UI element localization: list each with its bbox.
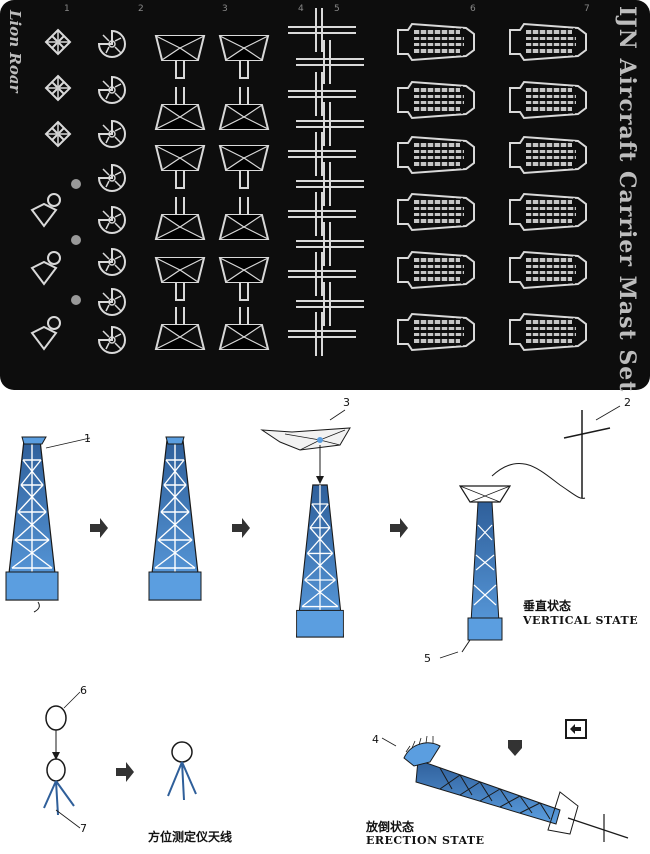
antenna-step-1 — [43, 691, 81, 829]
erection-state-caption-cn: 放倒状态 — [366, 820, 415, 834]
column-number: 3 — [222, 4, 228, 14]
assembly-diagram: 1 2 3 4 5 6 7 垂直状态 VERTICAL STATE 方位测定仪天… — [0, 390, 650, 854]
part-column-1 — [31, 29, 81, 350]
part-column-3 — [155, 35, 205, 350]
column-number: 1 — [64, 4, 70, 14]
antenna-caption-cn: 方位测定仪天线 — [148, 830, 233, 844]
part-column-2 — [98, 30, 126, 354]
fret-title: IJN Aircraft Carrier Mast Set — [614, 6, 640, 393]
arrow-right-icon — [390, 518, 408, 538]
tower-step-1 — [5, 436, 91, 613]
photo-etch-fret: IJN Aircraft Carrier Mast Set Lion Roar … — [0, 0, 650, 393]
callout-number: 4 — [372, 733, 379, 746]
arrow-right-icon — [90, 518, 108, 538]
tower-step-3 — [260, 409, 351, 638]
assembly-drawing — [5, 405, 629, 842]
column-number: 5 — [334, 4, 340, 14]
antenna-step-2 — [167, 741, 197, 801]
column-number: 6 — [470, 4, 476, 14]
vertical-state-caption-en: VERTICAL STATE — [523, 614, 639, 627]
arrow-right-icon — [116, 762, 134, 782]
part-column-7 — [509, 23, 587, 351]
arrow-down-icon — [508, 740, 522, 756]
fold-symbol-icon — [565, 719, 587, 739]
column-number: 2 — [138, 4, 144, 14]
part-column-5 — [287, 7, 365, 357]
callout-number: 7 — [80, 822, 87, 835]
tower-erection-state — [381, 735, 629, 842]
callout-number: 3 — [343, 396, 350, 409]
erection-state-caption-en: ERECTION STATE — [366, 834, 485, 847]
callout-number: 2 — [624, 396, 631, 409]
callout-number: 5 — [424, 652, 431, 665]
column-number: 4 — [298, 4, 304, 14]
vertical-state-caption-cn: 垂直状态 — [523, 599, 572, 613]
callout-number: 6 — [80, 684, 87, 697]
part-column-4 — [219, 35, 269, 350]
fret-parts — [31, 7, 587, 357]
tower-vertical-state — [439, 405, 621, 659]
arrow-right-icon — [232, 518, 250, 538]
callout-number: 1 — [84, 432, 91, 445]
tower-step-2 — [148, 436, 202, 601]
part-column-6 — [397, 23, 475, 351]
column-number: 7 — [584, 4, 590, 14]
brand-logo-text: Lion Roar — [6, 10, 24, 93]
